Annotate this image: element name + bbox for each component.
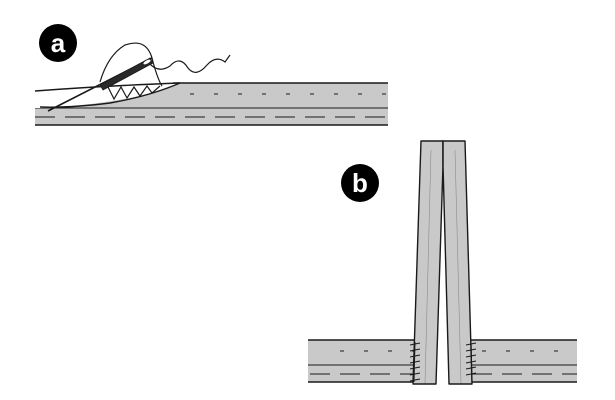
badge-b: b [341, 164, 379, 202]
needle-body [99, 57, 154, 91]
badge-a-label: a [51, 28, 66, 58]
horizontal-strip-right [470, 339, 577, 383]
hand-stitches-a [107, 84, 161, 101]
thread-tail [147, 54, 231, 73]
panel-a: a [34, 24, 388, 126]
needle-eye [143, 59, 151, 65]
vertical-left-fold [424, 149, 432, 385]
badge-b-label: b [352, 168, 368, 198]
vertical-strip-left-leg [412, 140, 444, 385]
panel-b: b [308, 140, 577, 385]
horizontal-strip-left [308, 339, 415, 383]
vertical-right-fold [454, 149, 462, 385]
folded-flap-lower-edge [39, 82, 181, 108]
vertical-strip-right-leg [442, 140, 473, 385]
badge-a: a [39, 24, 77, 62]
horizontal-strip-right-fill [470, 340, 577, 382]
junction-stitch-line-left [413, 341, 416, 383]
thread-loop [99, 42, 163, 87]
badge-b-circle [341, 164, 379, 202]
badge-a-circle [39, 24, 77, 62]
junction-stitch-line-right [470, 341, 473, 383]
needle-and-thread-icon [47, 42, 231, 112]
horizontal-strip-left-fill [308, 340, 415, 382]
